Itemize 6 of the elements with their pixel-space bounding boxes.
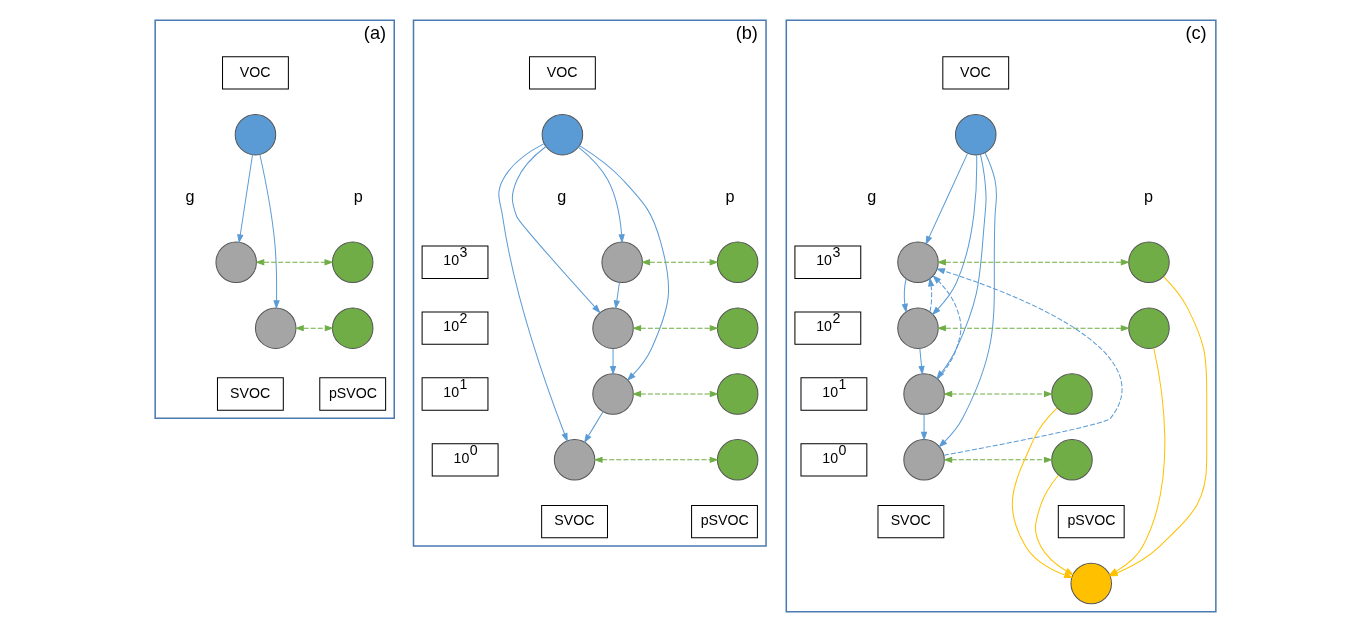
label: g [867, 187, 877, 206]
label: g [557, 187, 567, 206]
label: p [725, 187, 735, 206]
label: p [1143, 187, 1153, 206]
label: p [353, 187, 363, 206]
label: g [185, 187, 195, 206]
